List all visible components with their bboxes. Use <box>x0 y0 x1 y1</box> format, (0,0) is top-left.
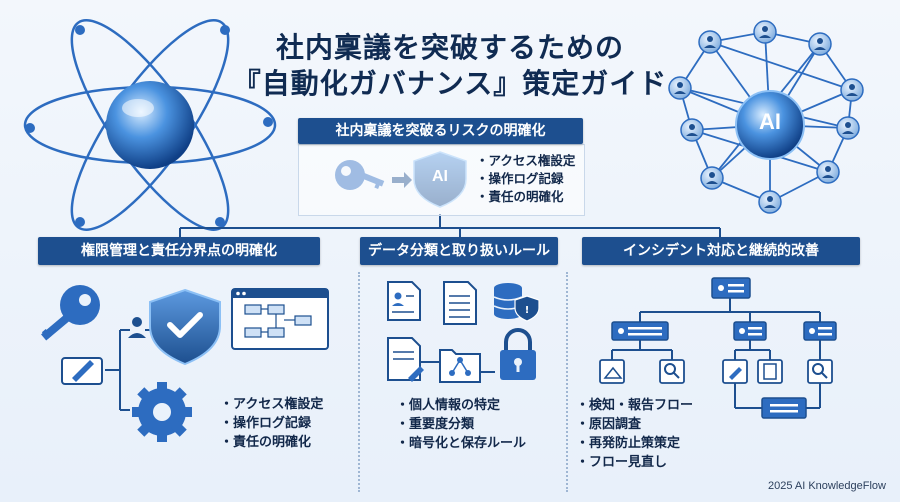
list-item: 操作ログ記録 <box>476 170 575 188</box>
database-shield-icon: ! <box>493 283 540 322</box>
risk-item-list: アクセス権設定 操作ログ記録 責任の明確化 <box>476 152 576 206</box>
column-header-permissions: 権限管理と責任分界点の明確化 <box>38 237 320 265</box>
gear-icon <box>132 382 192 442</box>
incident-item-list: 検知・報告フロー 原因調査 再発防止策策定 フロー見直し <box>576 396 693 472</box>
document-icon <box>443 281 477 325</box>
data-classification-item-list: 個人情報の特定 重要度分類 暗号化と保存ルール <box>396 396 526 453</box>
atom-icon <box>23 19 277 231</box>
footer-credit: 2025 AI KnowledgeFlow <box>767 480 886 492</box>
list-item: 原因調査 <box>576 415 693 434</box>
list-item: 暗号化と保存ルール <box>396 434 526 453</box>
document-user-icon <box>387 281 421 321</box>
list-item: 責任の明確化 <box>476 188 575 206</box>
list-item: 重要度分類 <box>396 415 526 434</box>
tree-connector <box>179 214 721 237</box>
list-item: 再発防止策策定 <box>576 434 693 453</box>
edit-icon <box>61 357 103 385</box>
lock-icon <box>500 328 536 380</box>
flowchart-window-icon <box>231 288 329 350</box>
page-title-line1: 社内稟議を突破するための <box>275 31 624 64</box>
incident-flow-diagram <box>599 277 837 419</box>
user-icon <box>128 317 146 338</box>
key-icon-large <box>41 285 100 341</box>
permissions-item-list: アクセス権設定 操作ログ記録 責任の明確化 <box>220 395 323 452</box>
column-header-data-classification: データ分類と取り扱いルール <box>360 237 558 265</box>
column-header-incident-response: インシデント対応と継続的改善 <box>582 237 860 265</box>
list-item: 責任の明確化 <box>220 433 323 452</box>
list-item: 検知・報告フロー <box>576 396 693 415</box>
svg-text:!: ! <box>525 305 530 316</box>
user-nodes <box>668 20 864 214</box>
list-item: アクセス権設定 <box>476 152 576 170</box>
network-ai-label: AI <box>759 109 781 134</box>
list-item: フロー見直し <box>576 453 693 472</box>
list-item: 操作ログ記録 <box>220 414 323 433</box>
list-item: アクセス権設定 <box>220 395 323 414</box>
list-item: 個人情報の特定 <box>396 396 526 415</box>
page-title-line2: 『自動化ガバナンス』策定ガイド <box>232 67 668 100</box>
column-divider <box>358 272 360 492</box>
document-edit-icon <box>387 337 424 382</box>
risk-section-header: 社内稟議を突破るリスクの明確化 <box>298 118 583 144</box>
folder-share-icon <box>439 349 481 383</box>
shield-check-icon <box>149 288 221 366</box>
column-divider <box>566 272 568 492</box>
